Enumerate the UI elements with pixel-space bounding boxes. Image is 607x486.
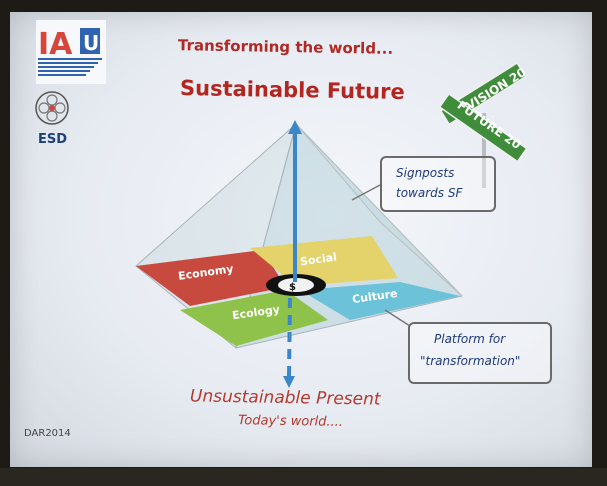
callout-platform: Platform for "transformation" xyxy=(408,322,552,384)
callout-signposts: Signposts towards SF xyxy=(380,156,496,212)
callout-platform-line1: Platform for xyxy=(434,332,506,346)
pyramid-face-right xyxy=(295,123,463,297)
footer-label: DAR2014 xyxy=(24,428,71,439)
esd-logo-icon xyxy=(34,90,70,126)
screen-bottom-edge xyxy=(0,468,607,486)
quadrant-culture xyxy=(300,282,460,320)
arrow-up-icon xyxy=(288,120,302,134)
arrow-down-line xyxy=(287,297,292,377)
callout-signposts-line1: Signposts xyxy=(396,166,455,180)
quadrant-economy xyxy=(136,250,286,306)
quadrant-social xyxy=(250,236,398,286)
svg-text:U: U xyxy=(83,31,99,55)
signpost-icon xyxy=(438,61,528,188)
bottom-title-line2: Today's world.... xyxy=(237,413,344,430)
svg-text:$: $ xyxy=(289,282,296,293)
callout-platform-line2: "transformation" xyxy=(420,354,521,368)
arrow-down-icon xyxy=(283,376,295,388)
esd-label: ESD xyxy=(38,132,68,147)
bottom-title-line1: Unsustainable Present xyxy=(189,386,381,410)
callout-signposts-line2: towards SF xyxy=(396,186,463,200)
iau-logo-lettering: IA xyxy=(38,27,73,62)
iau-logo: IA U xyxy=(36,20,106,84)
